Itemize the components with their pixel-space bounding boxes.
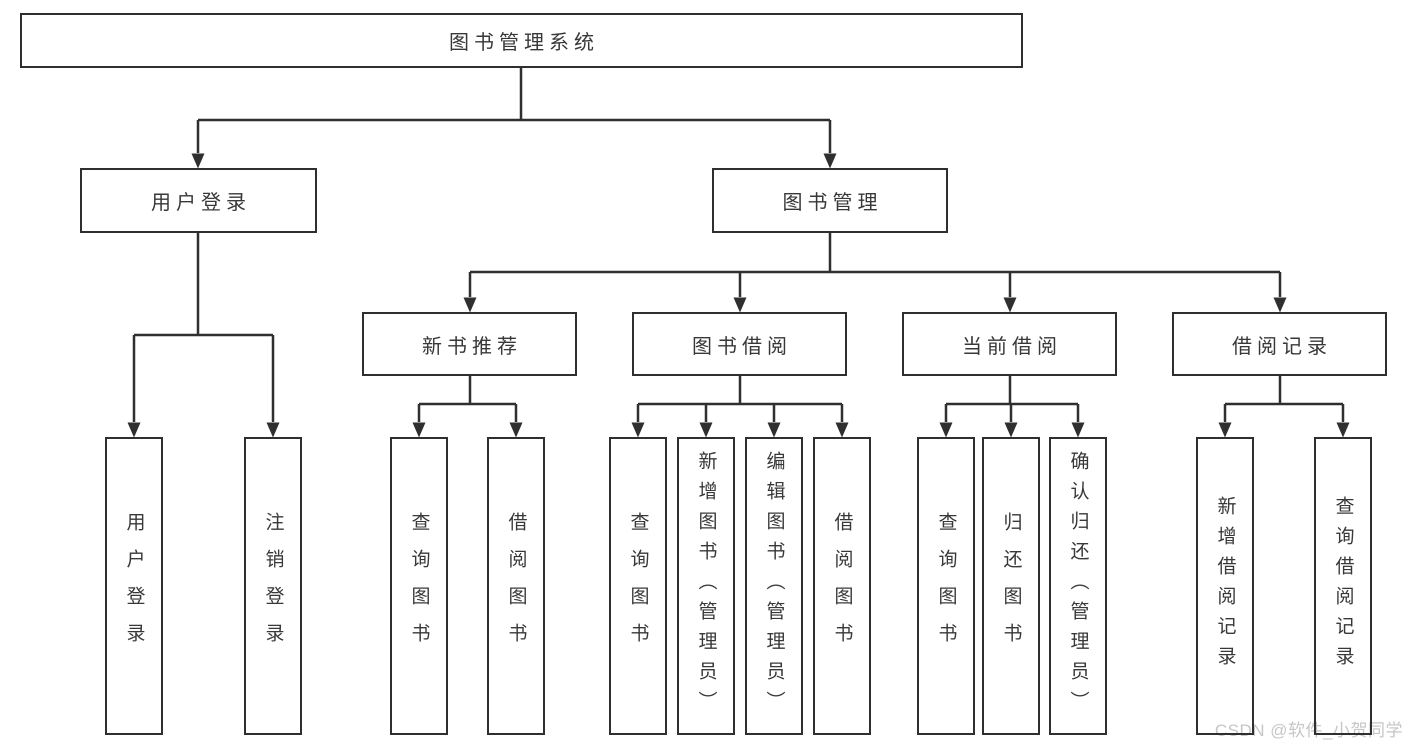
connector-book-management-split	[463, 233, 1287, 313]
node-root: 图书管理系统	[20, 13, 1023, 68]
connector-current-borrow-split	[939, 376, 1085, 438]
leaf-label: 编辑图书（管理员）	[763, 451, 785, 721]
arrowhead	[127, 422, 141, 438]
leaf-return-books: 归还图书	[982, 437, 1040, 735]
arrowhead	[1218, 422, 1232, 438]
leaf-label: 用户登录	[123, 512, 145, 660]
node-current-borrow: 当前借阅	[902, 312, 1117, 376]
leaf-label: 查询图书	[935, 512, 957, 660]
leaf-label: 确认归还（管理员）	[1067, 451, 1089, 721]
leaf-label: 借阅图书	[505, 512, 527, 660]
node-borrow-records: 借阅记录	[1172, 312, 1387, 376]
connector-new-book-recommend-split	[412, 376, 523, 438]
leaf-query-borrow-record: 查询借阅记录	[1314, 437, 1372, 735]
arrowhead	[823, 153, 837, 169]
leaf-label: 查询图书	[627, 512, 649, 660]
leaf-label: 借阅图书	[831, 512, 853, 660]
leaf-confirm-return-admin: 确认归还（管理员）	[1049, 437, 1107, 735]
leaf-edit-books-admin: 编辑图书（管理员）	[745, 437, 803, 735]
arrowhead	[939, 422, 953, 438]
arrowhead	[631, 422, 645, 438]
arrowhead	[1336, 422, 1350, 438]
leaf-add-borrow-record: 新增借阅记录	[1196, 437, 1254, 735]
arrowhead	[1071, 422, 1085, 438]
leaf-add-books-admin: 新增图书（管理员）	[677, 437, 735, 735]
leaf-label: 归还图书	[1000, 512, 1022, 660]
leaf-user-login: 用户登录	[105, 437, 163, 735]
watermark: CSDN @软件_小贺同学	[1214, 721, 1403, 740]
node-new-book-recommend: 新书推荐	[362, 312, 577, 376]
leaf-logout: 注销登录	[244, 437, 302, 735]
arrowhead	[412, 422, 426, 438]
leaf-query-books-recommend: 查询图书	[390, 437, 448, 735]
connector-root-split	[191, 68, 837, 169]
node-user-login: 用户登录	[80, 168, 317, 233]
arrowhead	[767, 422, 781, 438]
arrowhead	[1004, 422, 1018, 438]
leaf-label: 新增借阅记录	[1214, 496, 1236, 676]
arrowhead	[509, 422, 523, 438]
arrowhead	[733, 297, 747, 313]
node-book-borrow: 图书借阅	[632, 312, 847, 376]
arrowhead	[699, 422, 713, 438]
leaf-borrow-books-recommend: 借阅图书	[487, 437, 545, 735]
arrowhead	[835, 422, 849, 438]
leaf-label: 注销登录	[262, 512, 284, 660]
leaf-borrow-books: 借阅图书	[813, 437, 871, 735]
leaf-label: 查询图书	[408, 512, 430, 660]
arrowhead	[1273, 297, 1287, 313]
node-book-management: 图书管理	[712, 168, 948, 233]
connector-borrow-records-split	[1218, 376, 1350, 438]
arrowhead	[1003, 297, 1017, 313]
connector-book-borrow-split	[631, 376, 849, 438]
leaf-query-books-borrow: 查询图书	[609, 437, 667, 735]
arrowhead	[191, 153, 205, 169]
leaf-label: 查询借阅记录	[1332, 496, 1354, 676]
leaf-query-books-current: 查询图书	[917, 437, 975, 735]
leaf-label: 新增图书（管理员）	[695, 451, 717, 721]
connector-user-login-split	[127, 233, 280, 438]
arrowhead	[463, 297, 477, 313]
arrowhead	[266, 422, 280, 438]
